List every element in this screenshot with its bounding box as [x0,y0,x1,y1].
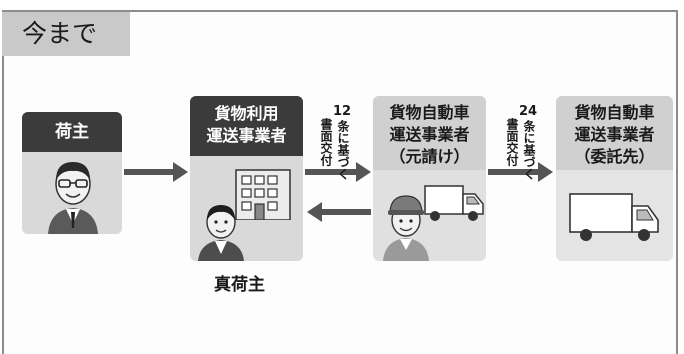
node-prime-line2: 運送事業者 [389,125,470,144]
section-tab: 今まで [2,12,130,56]
driver-icon [383,195,429,261]
node-sub-line1: 貨物自動車 [574,103,655,122]
edge-art12-text1: 条に基づく [336,120,350,180]
arrow-shipper-to-consigner [124,162,188,182]
truck-icon [424,185,484,221]
node-shipper: 荷主 [22,112,122,234]
arrow-consigner-to-prime [305,162,371,182]
node-prime-line1: 貨物自動車 [389,103,470,122]
node-consigner-line2: 運送事業者 [206,126,287,145]
edge-art24-text2: 書面交付 [505,118,519,166]
edge-art24-number: 24 [519,104,538,119]
edge-art12-number: 12 [333,104,352,119]
node-prime-header: 貨物自動車 運送事業者 （元請け） [373,96,486,170]
businessman-icon [198,205,244,261]
node-sub-header: 貨物自動車 運送事業者 （委託先） [556,96,673,170]
node-prime-line3: （元請け） [389,147,470,166]
edge-art12-text2: 書面交付 [319,118,333,166]
node-consigner-header: 貨物利用 運送事業者 [190,96,303,156]
edge-art24-text1: 条に基づく [522,120,536,180]
real-shipper-label: 真荷主 [214,275,265,295]
node-subcontractor: 貨物自動車 運送事業者 （委託先） [556,96,673,261]
arrow-prime-to-consigner [307,202,371,222]
office-building-icon [235,169,291,220]
node-prime-contractor: 貨物自動車 運送事業者 （元請け） [373,96,486,261]
truck-icon [569,193,659,241]
node-consigner: 貨物利用 運送事業者 [190,96,303,261]
businessman-icon [48,162,98,234]
arrow-prime-to-sub [488,162,553,182]
node-sub-line2: 運送事業者 [574,125,655,144]
node-sub-line3: （委託先） [574,147,655,166]
node-shipper-title: 荷主 [22,112,122,152]
node-consigner-line1: 貨物利用 [214,104,279,123]
